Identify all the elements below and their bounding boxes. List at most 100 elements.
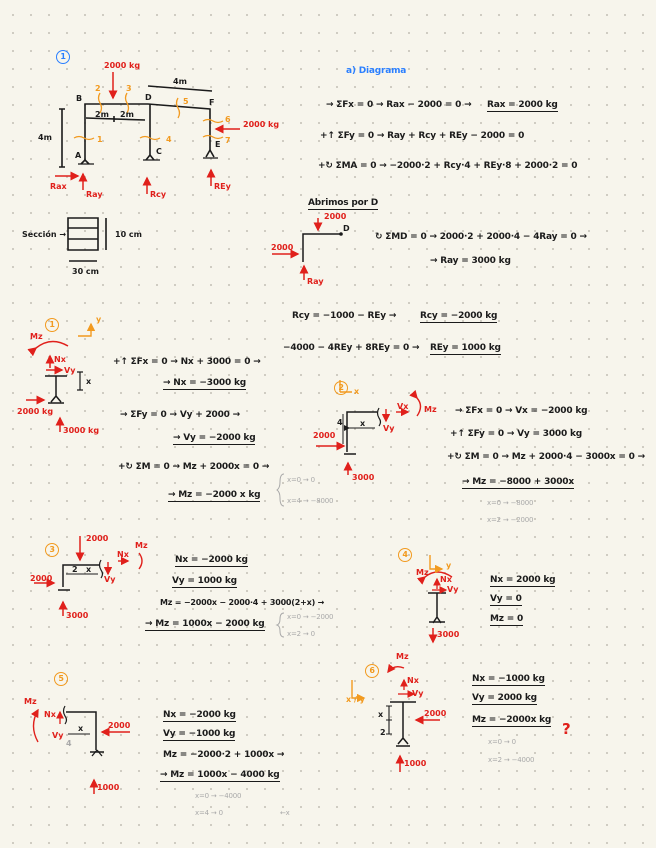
eq-md: ↻ ΣMD = 0 → 2000·2 + 2000·4 − 4Ray = 0 → [375, 232, 587, 242]
s2-vx: Vx [397, 402, 409, 411]
eq-fy: +↑ ΣFy = 0 → Ray + Rcy + REy − 2000 = 0 [320, 131, 525, 141]
cut-1: 1 [97, 135, 103, 144]
section-1-number: 1 [45, 318, 59, 332]
load-arrows [55, 72, 240, 194]
s4-axis: y [446, 561, 452, 570]
section-5-diagram: Mz Nx Vy x 2000 1000 4 [24, 697, 131, 794]
s5-x: x [78, 724, 84, 733]
cut-5: 5 [183, 97, 189, 106]
s3-line-3: Mz = −2000x − 2000·4 + 3000(2+x) → [160, 598, 325, 607]
reaction-rcy: Rcy [150, 190, 167, 199]
s1-reaction: 3000 kg [63, 426, 99, 435]
open-left-label: 2000 [271, 243, 294, 252]
cut-7: 7 [225, 136, 231, 145]
node-f: F [209, 98, 214, 107]
s5-reaction: 1000 [97, 783, 120, 792]
node-e: E [215, 140, 220, 149]
section-2-number: 2 [334, 381, 348, 395]
s4-line-1: Nx = 2000 kg [490, 575, 556, 587]
s6-reaction: 1000 [404, 759, 427, 768]
section-1-diagram: Mz Nx Vy x 2000 kg 3000 kg y [17, 315, 102, 435]
rcy-eq: Rcy = −1000 − REy → [292, 311, 397, 321]
s5-line-4: → Mz = 1000x − 4000 kg [160, 770, 280, 782]
s2-line-4: → Mz = −8000 + 3000x [462, 477, 574, 489]
section-6-number: 6 [365, 664, 379, 678]
s3-vy: Vy [104, 575, 116, 584]
s6-line-3: Mz = −2000x kg [472, 715, 552, 727]
section-cuts [73, 92, 224, 141]
s4-reaction: 3000 [437, 630, 460, 639]
s3-line-4: → Mz = 1000x − 2000 kg [145, 619, 265, 631]
s2-axis: x [354, 387, 360, 396]
load-top-label: 2000 kg [104, 61, 140, 70]
s6-question-mark: ? [562, 720, 571, 738]
s3-load-left: 2000 [30, 574, 53, 583]
s6-x: x [378, 710, 384, 719]
s3-line-1: Nx = −2000 kg [175, 555, 248, 567]
s1-load: 2000 kg [17, 407, 53, 416]
open-node-label: D [343, 224, 350, 233]
cut-3: 3 [126, 84, 132, 93]
s2-note-2: x=2 → −2000 [487, 516, 534, 524]
reaction-rax: Rax [50, 182, 68, 191]
section-4-number: 4 [398, 548, 412, 562]
s1-note-1: x=0 → 0 [287, 476, 315, 484]
eq-m: +↻ ΣMA = 0 → −2000·2 + Rcy·4 + REy·8 + 2… [318, 161, 578, 171]
rey-result: REy = 1000 kg [430, 343, 501, 355]
s3-span: 2 [72, 565, 78, 574]
span-2: 2m [120, 110, 134, 119]
s6-note-1: x=0 → 0 [488, 738, 516, 746]
s1-x: x [86, 377, 92, 386]
s2-load: 2000 [313, 431, 336, 440]
s1-line-1: +↑ ΣFx = 0 → Nx + 3000 = 0 → [113, 357, 261, 367]
section-5-number: 5 [54, 672, 68, 686]
s4-vy: Vy [447, 585, 459, 594]
height-dim: 4m [38, 133, 52, 142]
rcy-result: Rcy = −2000 kg [420, 311, 498, 323]
s1-nx: Nx [54, 355, 67, 364]
reaction-ray: Ray [86, 190, 103, 199]
s1-line-4: → Vy = −2000 kg [173, 433, 256, 445]
eq-fx: → ΣFx = 0 → Rax − 2000 = 0 → [326, 100, 472, 110]
s3-mz: Mz [135, 541, 148, 550]
s4-nx: Nx [440, 575, 453, 584]
s3-x: x [86, 565, 92, 574]
section-4-diagram: Mz Nx Vy 3000 y [416, 555, 460, 644]
part-heading: a) Diagrama [346, 66, 407, 76]
section-2-diagram: 4 x 2000 3000 Vx Vy Mz x [313, 380, 437, 482]
s2-vy: Vy [383, 424, 395, 433]
s3-nx: Nx [117, 550, 130, 559]
case-braces [275, 473, 285, 638]
s2-line-1: → ΣFx = 0 → Vx = −2000 kg [455, 406, 588, 416]
s2-line-2: +↑ ΣFy = 0 → Vy = 3000 kg [450, 429, 583, 439]
eq-fx-result: Rax = 2000 kg [487, 100, 558, 112]
open-load-label: 2000 [324, 212, 347, 221]
s1-note-2: x=4 → −8000 [287, 497, 334, 505]
s5-note-1: x=0 → −4000 [195, 792, 242, 800]
s4-line-2: Vy = 0 [490, 594, 522, 606]
s5-mz: Mz [24, 697, 37, 706]
s5-note-3: ←x [280, 809, 290, 817]
s2-x: x [360, 419, 366, 428]
section-3-diagram: 2000 2000 3000 2 x Nx Vy Mz [30, 534, 148, 620]
s5-load: 2000 [108, 721, 131, 730]
s6-axis: x / y [346, 695, 366, 704]
s2-reaction: 3000 [352, 473, 375, 482]
s5-line-2: Vy = −1000 kg [163, 729, 236, 741]
s6-line-2: Vy = 2000 kg [472, 693, 537, 705]
s5-vy: Vy [52, 731, 64, 740]
s1-vy: Vy [64, 366, 76, 375]
cut-2: 2 [95, 84, 101, 93]
cut-6: 6 [225, 115, 231, 124]
s6-note-2: x=2 → −4000 [488, 756, 535, 764]
reaction-rey: REy [214, 182, 232, 191]
cut-4: 4 [166, 135, 172, 144]
problem-number: 1 [56, 50, 70, 64]
s6-load: 2000 [424, 709, 447, 718]
section-3-number: 3 [45, 543, 59, 557]
s6-nx: Nx [407, 676, 420, 685]
node-a: A [75, 151, 82, 160]
section-width: 30 cm [72, 267, 99, 276]
s4-mz: Mz [416, 568, 429, 577]
